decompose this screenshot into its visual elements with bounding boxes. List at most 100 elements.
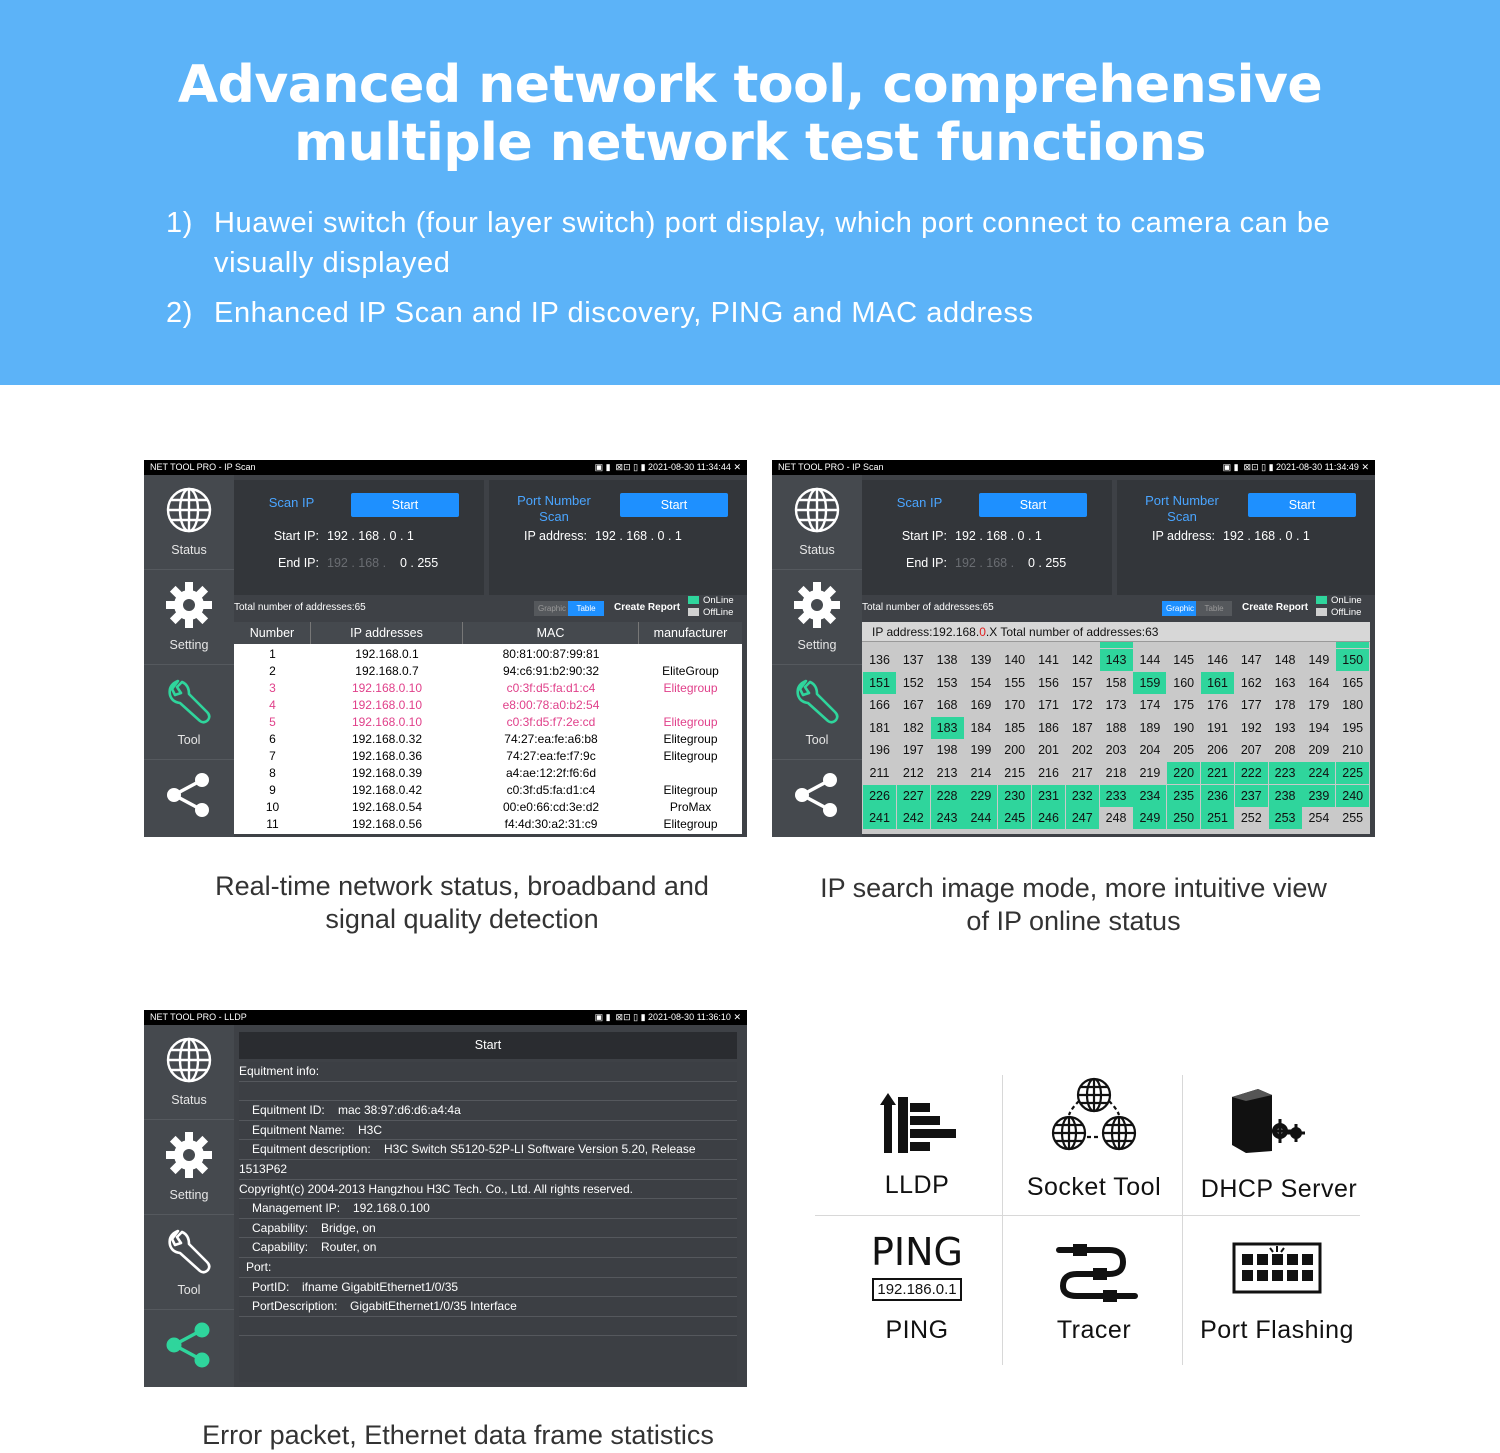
ip-cell[interactable]: 229 (964, 784, 998, 807)
ip-cell[interactable]: 181 (869, 720, 890, 735)
ip-cell[interactable]: 248 (1105, 811, 1127, 826)
scan-ip-start-button[interactable]: Start (351, 493, 459, 517)
ip-cell[interactable]: 212 (902, 766, 924, 780)
ip-cell[interactable]: 197 (902, 743, 924, 758)
ip-cell[interactable]: 233 (1099, 784, 1133, 807)
start-ip-field[interactable]: Start IP:192 . 168 . 0 . 1 (273, 529, 414, 543)
col-number[interactable]: Number (234, 622, 311, 644)
ip-cell[interactable]: 191 (1207, 720, 1228, 735)
ip-cell[interactable]: 235 (1167, 784, 1201, 807)
graphic-tab[interactable]: Graphic (1162, 601, 1198, 616)
ip-cell[interactable]: 184 (970, 720, 992, 735)
ip-cell[interactable]: 177 (1240, 698, 1262, 713)
ip-cell[interactable]: 245 (998, 807, 1032, 830)
ip-cell[interactable]: 188 (1105, 720, 1127, 735)
end-ip-field[interactable]: End IP:192 . 168 . 0 . 255 (278, 556, 439, 570)
ip-cell[interactable]: 217 (1071, 766, 1093, 780)
ip-cell[interactable]: 172 (1071, 698, 1093, 713)
ip-cell[interactable]: 205 (1173, 743, 1195, 758)
ip-cell[interactable]: 137 (902, 653, 924, 667)
ip-cell[interactable]: 145 (1173, 653, 1195, 667)
create-report-button[interactable]: Create Report (614, 602, 681, 613)
ip-cell[interactable]: 244 (964, 807, 998, 830)
ip-cell[interactable]: 178 (1274, 698, 1296, 713)
sidebar-item-tool[interactable]: Tool (144, 1215, 234, 1310)
ip-cell[interactable]: 200 (1004, 743, 1026, 758)
ip-cell[interactable]: 214 (970, 766, 992, 780)
col-mac[interactable]: MAC (463, 622, 639, 644)
ip-cell[interactable]: 142 (1071, 653, 1093, 667)
ip-cell[interactable]: 228 (930, 784, 964, 807)
ip-cell[interactable]: 190 (1173, 720, 1195, 735)
ip-cell[interactable]: 148 (1274, 653, 1296, 667)
ip-cell[interactable]: 239 (1302, 784, 1336, 807)
ip-cell[interactable]: 253 (1268, 807, 1302, 830)
ip-cell[interactable]: 226 (863, 784, 896, 807)
ip-cell[interactable]: 173 (1105, 698, 1127, 713)
ip-cell[interactable]: 157 (1071, 675, 1093, 690)
sidebar-item-share[interactable] (772, 760, 862, 837)
ip-cell[interactable]: 241 (863, 807, 896, 830)
ip-cell[interactable]: 193 (1274, 720, 1296, 735)
ip-cell[interactable]: 138 (936, 653, 958, 667)
ip-cell[interactable]: 168 (936, 698, 958, 713)
port-scan-start-button[interactable]: Start (1248, 493, 1356, 517)
ip-cell[interactable]: 182 (902, 720, 924, 735)
ip-cell[interactable]: 169 (970, 698, 992, 713)
sidebar-item-status[interactable]: Status (144, 1025, 234, 1120)
ip-cell[interactable]: 234 (1133, 784, 1167, 807)
ip-address-field[interactable]: IP address:192 . 168 . 0 . 1 (523, 529, 682, 543)
ip-cell[interactable]: 180 (1342, 698, 1364, 713)
ip-cell[interactable]: 194 (1308, 720, 1330, 735)
ip-cell[interactable]: 220 (1167, 762, 1201, 784)
port-scan-start-button[interactable]: Start (620, 493, 728, 517)
ip-cell[interactable]: 170 (1004, 698, 1026, 713)
sidebar-item-tool[interactable]: Tool (772, 665, 862, 760)
ip-cell[interactable]: 192 (1240, 720, 1262, 735)
ip-cell[interactable]: 149 (1308, 653, 1330, 667)
ip-cell[interactable]: 236 (1201, 784, 1234, 807)
ip-cell[interactable]: 238 (1268, 784, 1302, 807)
ip-cell[interactable]: 171 (1038, 698, 1059, 713)
ip-cell[interactable]: 162 (1240, 675, 1262, 690)
ip-cell[interactable]: 252 (1240, 811, 1262, 826)
ip-cell[interactable]: 246 (1032, 807, 1065, 830)
sidebar-item-status[interactable]: Status (144, 475, 234, 570)
ip-cell[interactable]: 163 (1274, 675, 1296, 690)
ip-cell[interactable]: 167 (902, 698, 924, 713)
close-icon[interactable]: ✕ (733, 1012, 741, 1022)
ip-cell[interactable]: 225 (1336, 762, 1370, 784)
tool-ping[interactable]: PING 192.186.0.1 PING (828, 1230, 1006, 1350)
ip-cell[interactable]: 179 (1308, 698, 1330, 713)
close-icon[interactable]: ✕ (1361, 462, 1369, 472)
ip-cell[interactable]: 156 (1038, 675, 1059, 690)
ip-cell[interactable]: 201 (1038, 743, 1059, 758)
ip-cell[interactable]: 152 (902, 675, 924, 690)
ip-cell[interactable]: 174 (1139, 698, 1161, 713)
ip-cell[interactable]: 158 (1105, 675, 1127, 690)
ip-cell[interactable]: 215 (1004, 766, 1026, 780)
ip-cell[interactable]: 227 (896, 784, 930, 807)
tool-socket[interactable]: Socket Tool (1005, 1075, 1183, 1205)
sidebar-item-tool[interactable]: Tool (144, 665, 234, 760)
ip-cell[interactable]: 230 (998, 784, 1032, 807)
close-icon[interactable]: ✕ (733, 462, 741, 472)
ip-cell[interactable]: 159 (1133, 671, 1167, 694)
ip-cell[interactable]: 224 (1302, 762, 1336, 784)
ip-cell[interactable]: 139 (970, 653, 992, 667)
table-tab[interactable]: Table (1196, 601, 1232, 616)
ip-cell[interactable]: 250 (1167, 807, 1201, 830)
start-ip-field[interactable]: Start IP:192 . 168 . 0 . 1 (901, 529, 1042, 543)
tool-lldp[interactable]: LLDP (828, 1085, 1006, 1205)
ip-cell[interactable]: 166 (869, 698, 890, 713)
ip-cell[interactable]: 254 (1308, 811, 1330, 826)
